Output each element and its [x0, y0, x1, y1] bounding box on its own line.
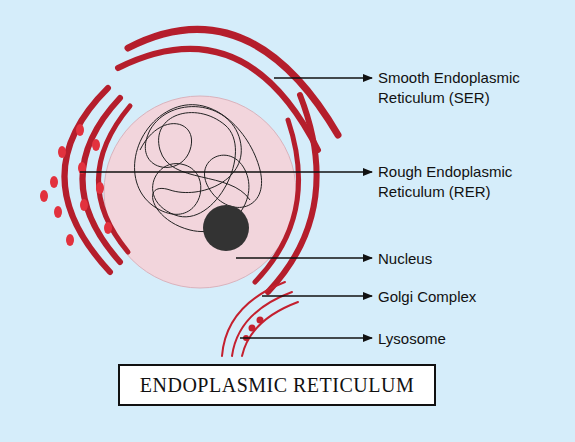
lysosome — [249, 325, 256, 332]
part-label: Golgi Complex — [378, 287, 558, 307]
leader-arrow — [236, 257, 372, 258]
smooth-er — [118, 29, 338, 292]
ribosome — [58, 146, 66, 158]
part-label: Lysosome — [378, 329, 558, 349]
golgi-cisterna — [232, 292, 292, 356]
golgi-complex — [222, 282, 298, 356]
er-membrane — [98, 106, 130, 252]
ribosome — [76, 124, 84, 136]
part-label: Smooth Endoplasmic Reticulum (SER) — [378, 68, 558, 108]
title-box: ENDOPLASMIC RETICULUM — [118, 364, 436, 406]
golgi-cisterna — [222, 282, 285, 356]
ribosome — [50, 176, 58, 188]
leader-lines — [80, 78, 372, 338]
part-label: Rough Endoplasmic Reticulum (RER) — [378, 162, 558, 202]
part-label: Nucleus — [378, 249, 558, 269]
ribosome — [96, 182, 104, 194]
rough-er — [64, 88, 130, 272]
ribosome — [92, 139, 100, 151]
diagram-title: ENDOPLASMIC RETICULUM — [140, 374, 414, 397]
leader-arrow — [262, 295, 372, 296]
er-membrane — [268, 95, 317, 292]
golgi-cisterna — [242, 302, 298, 356]
leader-arrow — [274, 77, 372, 78]
er-membrane — [118, 49, 318, 150]
ribosome — [104, 222, 112, 234]
ribosome — [66, 234, 74, 246]
leader-arrow — [240, 337, 372, 338]
lysosome — [257, 317, 264, 324]
nucleus — [104, 96, 296, 288]
ribosome — [80, 199, 88, 211]
nucleolus — [203, 205, 249, 251]
ribosome — [54, 206, 62, 218]
ribosomes — [40, 124, 112, 246]
lysosomes — [243, 317, 264, 342]
ribosome — [40, 190, 48, 202]
leader-arrow — [80, 171, 372, 172]
